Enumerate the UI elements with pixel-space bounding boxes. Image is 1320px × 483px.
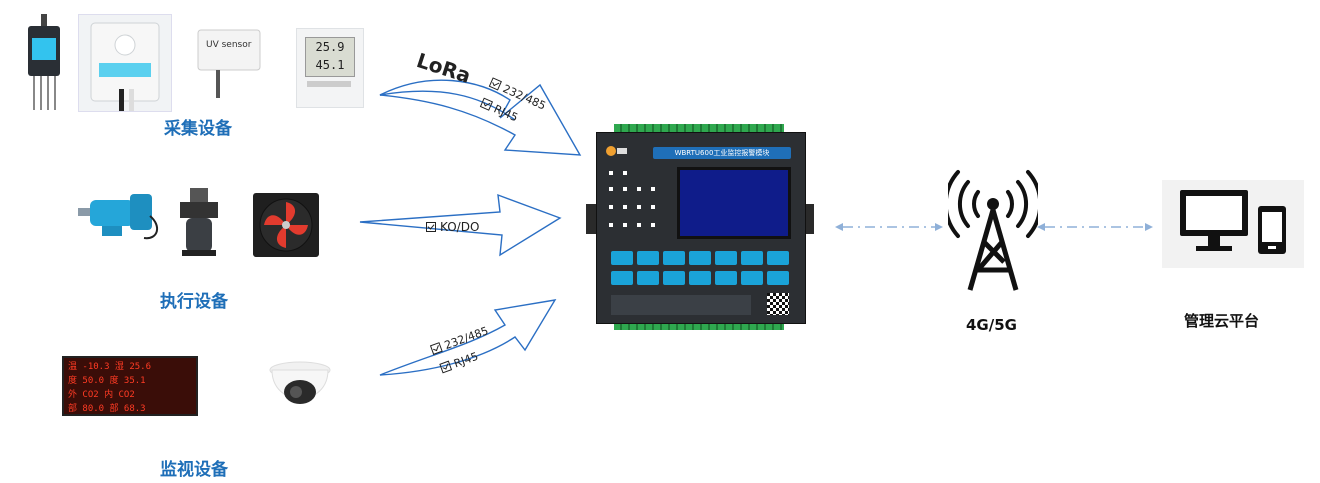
led-row-1: 温 -10.3 湿 25.6: [68, 362, 152, 372]
keypad-key[interactable]: [767, 271, 789, 285]
dome-camera: [264, 356, 336, 428]
pump-device: [176, 186, 222, 258]
checkbox-icon: [426, 222, 436, 232]
led-row-2: 度 50.0 度 35.1: [68, 376, 146, 386]
thermo-humidity: 45.1: [315, 58, 345, 72]
uv-sensor-label: UV sensor: [206, 40, 252, 50]
keypad-key[interactable]: [611, 251, 633, 265]
motor-device: [72, 186, 162, 246]
checkbox-icon: [479, 97, 494, 111]
group-actuator-label: 执行设备: [160, 292, 228, 312]
uv-sensor: UV sensor: [196, 28, 264, 100]
brand-logo-icon: [605, 143, 627, 157]
terminal-strip-bottom: [614, 322, 784, 330]
middle-conn-ko-do: KO/DO: [426, 220, 479, 234]
keypad-key[interactable]: [689, 271, 711, 285]
thermo-temp: 25.9: [315, 40, 345, 54]
qr-code-icon: [767, 293, 789, 315]
keypad-key[interactable]: [741, 271, 763, 285]
cell-tower-icon: [943, 162, 1043, 292]
link-tower-cloud: [1037, 223, 1153, 231]
arrow-bottom: [379, 299, 557, 376]
group-monitor-label: 监视设备: [160, 460, 228, 480]
cloud-platform-label: 管理云平台: [1184, 312, 1260, 330]
keypad-key[interactable]: [715, 251, 737, 265]
arrow-middle: [359, 193, 562, 257]
light-sensor: [78, 14, 172, 112]
computer-phone-icon: [1162, 180, 1304, 268]
keypad-key[interactable]: [637, 251, 659, 265]
keypad-key[interactable]: [637, 271, 659, 285]
led-display-board: 温 -10.3 湿 25.6 度 50.0 度 35.1 外 CO2 内 CO2…: [62, 356, 198, 416]
thermo-hygrometer: 25.9 45.1: [296, 28, 364, 108]
keypad-key[interactable]: [767, 251, 789, 265]
keypad-key[interactable]: [689, 251, 711, 265]
keypad-key[interactable]: [611, 271, 633, 285]
keypad-key[interactable]: [741, 251, 763, 265]
company-plate: [611, 295, 751, 315]
keypad-key[interactable]: [715, 271, 737, 285]
controller-unit: WBRTU600工业监控报警模块: [586, 124, 814, 334]
controller-title-bar: WBRTU600工业监控报警模块: [653, 147, 791, 159]
led-row-3: 外 CO2 内 CO2: [68, 390, 135, 400]
exhaust-fan: [252, 192, 320, 258]
controller-body: WBRTU600工业监控报警模块: [596, 132, 806, 324]
lcd-screen: [677, 167, 791, 239]
keypad: [611, 251, 791, 291]
arrow-top-head: [379, 83, 582, 156]
soil-sensor: [22, 12, 66, 112]
checkbox-icon: [488, 77, 502, 91]
group-acquisition-label: 采集设备: [164, 119, 232, 139]
checkbox-icon: [429, 342, 443, 355]
link-controller-tower: [835, 223, 943, 231]
keypad-key[interactable]: [663, 271, 685, 285]
terminal-strip-top: [614, 124, 784, 132]
status-leds: [605, 167, 665, 247]
network-label: 4G/5G: [966, 316, 1017, 334]
checkbox-icon: [439, 360, 453, 374]
keypad-key[interactable]: [663, 251, 685, 265]
led-row-4: 部 80.0 部 68.3: [68, 404, 146, 414]
